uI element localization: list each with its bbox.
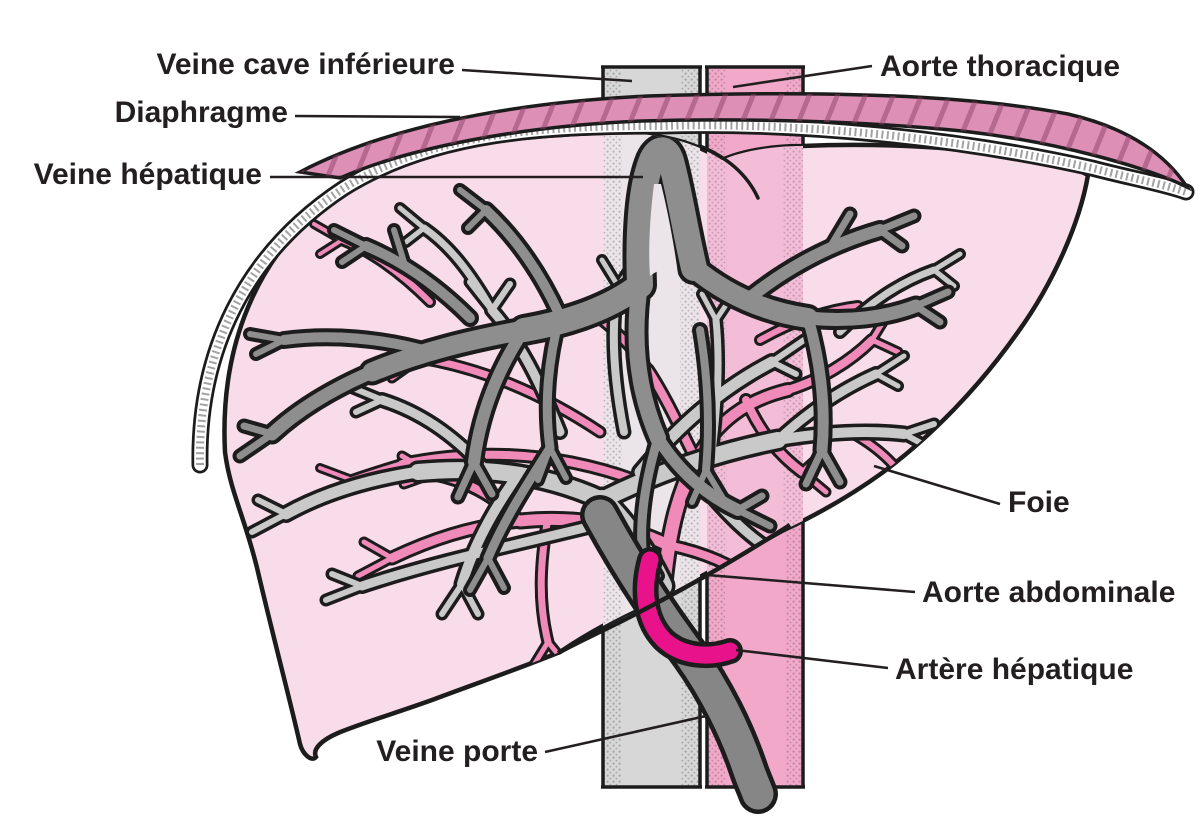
vessel-branch: [689, 467, 709, 505]
vessel-branch: [489, 281, 513, 313]
vessel-branch: [279, 332, 435, 357]
vessel-branch: [253, 337, 287, 357]
vessel-branch: [769, 359, 799, 377]
label-veine-porte: Veine porte: [376, 735, 538, 768]
vessel-branch: [353, 397, 385, 415]
vessel-branch: [637, 433, 663, 553]
vessel-branch: [403, 225, 427, 245]
vessel-branch: [439, 581, 465, 617]
vessel-branch: [644, 366, 700, 464]
vessel-branch: [734, 492, 766, 514]
vessel-branch: [255, 497, 289, 517]
vessel-branch: [912, 288, 952, 310]
vessel-branch: [784, 336, 876, 394]
leader-veine-cave: [461, 68, 633, 83]
hepatic-vein-arch-gap: [649, 184, 678, 276]
vessel-branch: [876, 212, 918, 234]
vessel-branch: [470, 458, 496, 498]
vessel-branch: [339, 243, 369, 265]
vessel-branch: [910, 490, 936, 512]
vessel-branch: [773, 427, 909, 445]
vessel-branch: [485, 555, 507, 591]
vessel-branch: [398, 450, 644, 486]
vessel-branch: [318, 466, 354, 482]
vessel-branch: [361, 539, 395, 561]
vessel-branch: [361, 241, 475, 323]
leader-veine-porte: [544, 714, 707, 754]
intrahepatic-vessels: [232, 133, 966, 674]
vessel-branch: [323, 583, 365, 603]
vessel-branch: [828, 210, 854, 248]
vessel-branch: [696, 326, 712, 474]
liver-fissure-line: [698, 144, 760, 200]
vessel-branch: [465, 207, 489, 231]
vessel-branch: [873, 353, 907, 377]
hepatic-artery-trunk: [637, 551, 739, 664]
vessel-branch: [247, 331, 287, 343]
vessel-branch: [481, 205, 565, 321]
vessel-branch: [318, 238, 344, 256]
vessel-branch: [454, 458, 478, 501]
liver-lower-edge: [556, 523, 792, 655]
vessel-branch: [362, 320, 534, 382]
vessel-branch: [931, 251, 963, 273]
diaphragm-shape: [191, 91, 1195, 474]
vessel-branch: [931, 267, 957, 289]
vessel-branch: [236, 430, 276, 460]
vessel-branch: [599, 257, 621, 289]
label-veine-hepatique: Veine hépatique: [34, 158, 262, 191]
vessel-branch: [734, 506, 774, 530]
vessel-branch: [249, 511, 289, 535]
vessel-branch: [547, 445, 569, 481]
hepatic-vein-tree: [232, 133, 956, 597]
vessel-branch: [802, 312, 829, 456]
vessel-branch: [869, 337, 901, 355]
vessel-branch: [240, 422, 276, 438]
leader-foie: [873, 464, 1001, 506]
vessel-branch: [468, 324, 530, 468]
vessel-branch: [357, 519, 605, 591]
vessel-branch-outline: [907, 487, 939, 515]
leader-artere-hepatique: [735, 648, 889, 670]
vessel-branch: [652, 432, 744, 516]
vessel-branch: [265, 365, 379, 441]
label-aorte-abdominale: Aorte abdominale: [922, 576, 1175, 609]
leader-aorte-abdominale: [706, 573, 916, 594]
vessel-branch: [628, 277, 666, 446]
vessel-branch: [876, 226, 906, 250]
vessel-branch: [329, 571, 365, 589]
vessel-branch: [542, 311, 565, 453]
vessel-branch: [483, 443, 555, 563]
label-aorte-thoracique: Aorte thoracique: [880, 50, 1120, 83]
label-artere-hepatique: Artère hépatique: [895, 653, 1133, 686]
label-foie: Foie: [1008, 486, 1070, 519]
leader-aorte-thoracique: [732, 64, 873, 89]
vessel-branch: [280, 466, 424, 520]
vessel-branch: [769, 337, 807, 365]
vessel-branch: [699, 291, 719, 323]
leader-diaphragme: [294, 114, 461, 119]
vessel-branch: [801, 299, 923, 326]
vessel-branch: [912, 302, 944, 326]
vessel-branch: [467, 555, 491, 593]
vessel-branch: [457, 467, 525, 589]
vessel-branch: [355, 555, 395, 579]
vessel-branch: [901, 421, 937, 437]
vessel-branch: [746, 224, 886, 302]
label-diaphragme: Diaphragme: [115, 96, 288, 129]
vessel-branch: [703, 467, 727, 503]
vessel-branch: [818, 446, 844, 486]
vessel-branch: [457, 187, 489, 213]
vessel-branch: [420, 224, 496, 314]
vessel-branch: [391, 227, 407, 265]
vessel-branch: [512, 273, 652, 342]
vessel-branch: [684, 258, 818, 328]
label-veine-cave-inferieure: Veine cave inférieure: [156, 48, 455, 81]
vessel-branch: [626, 137, 707, 298]
vessel-branch: [873, 371, 901, 389]
vessel-branch: [397, 205, 427, 231]
vessel-branch: [331, 227, 369, 249]
vessel-branch: [802, 446, 826, 488]
